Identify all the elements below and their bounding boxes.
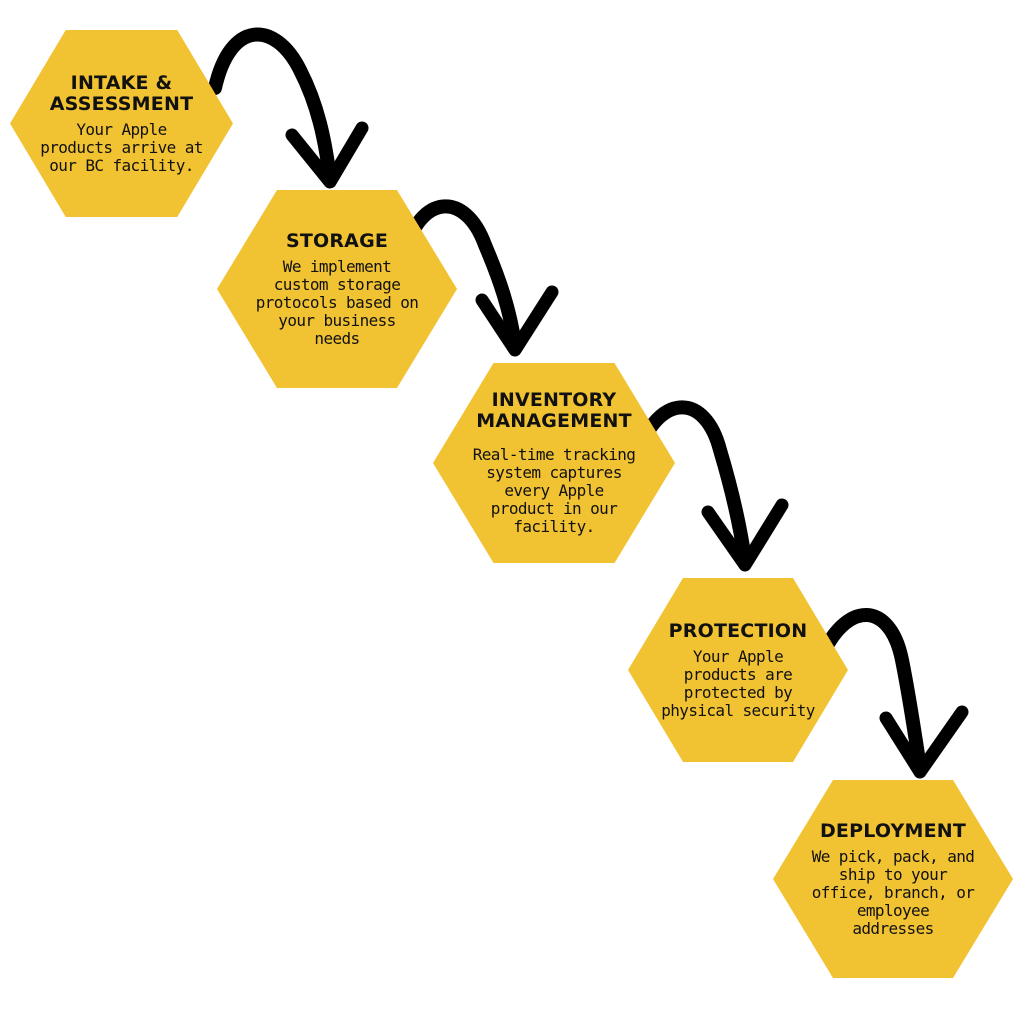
arrowhead-3 [701, 498, 789, 572]
arrowhead-1 [285, 121, 369, 189]
arrow-4 [813, 608, 927, 775]
title-line: PROTECTION [668, 619, 808, 642]
title-line: STORAGE [285, 229, 389, 252]
arrow-3 [633, 400, 752, 567]
body-line: system captures [486, 463, 622, 482]
step-title: DEPLOYMENT [819, 819, 967, 842]
step-title: PROTECTION [668, 619, 808, 642]
title-line: ASSESSMENT [49, 92, 194, 115]
arrow-2 [398, 199, 522, 352]
body-line: product in our [490, 499, 618, 518]
body-line: addresses [852, 918, 934, 938]
body-line: protocols based on [255, 292, 419, 312]
body-line: protected by [683, 682, 793, 702]
body-line: ship to your [838, 864, 948, 884]
title-line: MANAGEMENT [476, 410, 632, 432]
body-line: employee [856, 900, 930, 920]
step-title: STORAGE [285, 229, 389, 252]
body-line: Real-time tracking [472, 445, 636, 464]
body-line: facility. [513, 517, 595, 536]
body-line: Your Apple [76, 119, 167, 139]
body-line: physical security [661, 700, 815, 720]
title-line: DEPLOYMENT [819, 819, 967, 842]
body-line: products are [683, 664, 793, 684]
body-line: your business [278, 310, 396, 330]
arrowhead-4 [879, 705, 969, 779]
title-line: INVENTORY [491, 389, 617, 411]
arrowhead-2 [475, 285, 559, 357]
body-line: every Apple [504, 481, 604, 500]
body-line: Your Apple [692, 646, 784, 666]
body-line: custom storage [273, 274, 401, 294]
body-line: We pick, pack, and [811, 846, 975, 866]
body-line: our BC facility. [49, 155, 194, 175]
body-line: products arrive at [40, 137, 203, 157]
body-line: We implement [282, 256, 392, 276]
title-line: INTAKE & [70, 71, 173, 94]
arrow-1 [208, 27, 337, 185]
step-title: INTAKE &ASSESSMENT [49, 71, 194, 115]
body-line: office, branch, or [811, 882, 975, 902]
body-line: needs [314, 328, 360, 348]
